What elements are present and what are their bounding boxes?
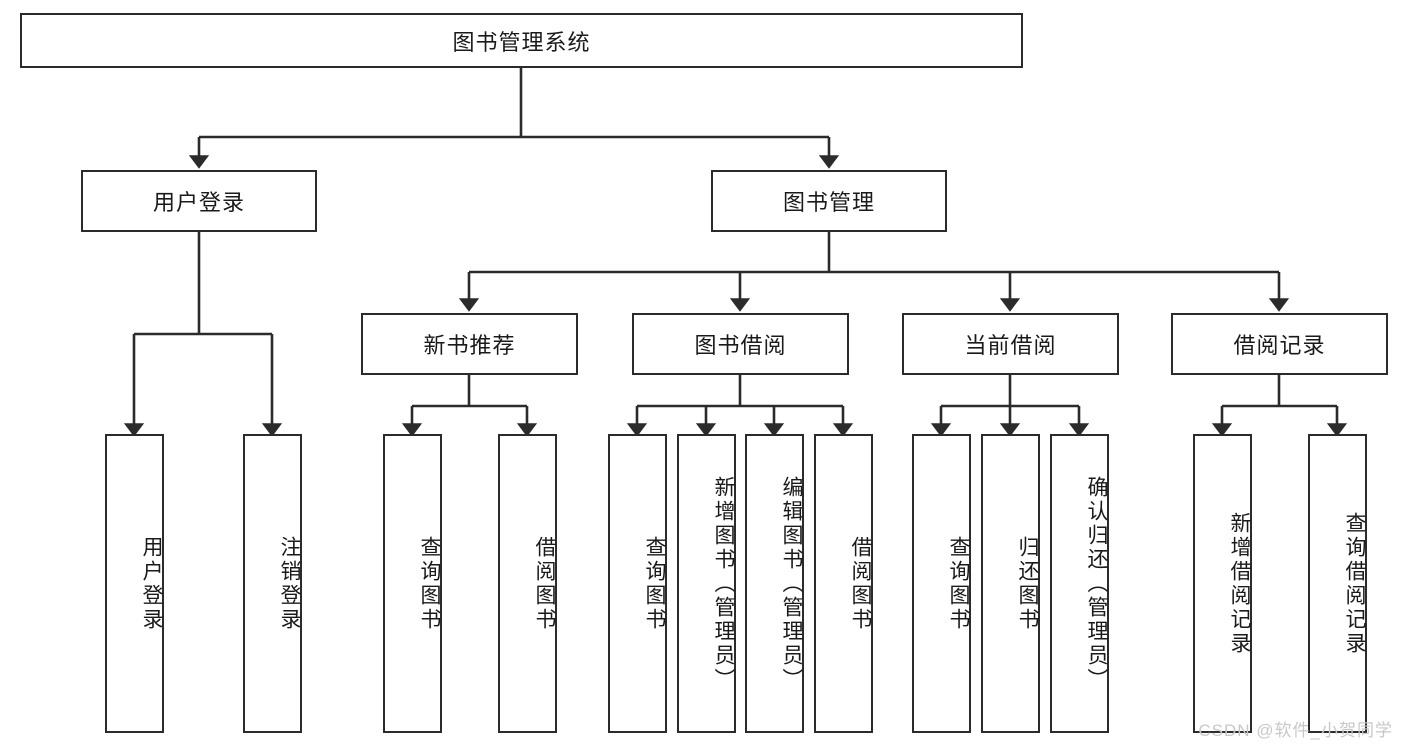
- node-borrow-record[interactable]: 借阅记录: [1171, 313, 1388, 375]
- node-label: 当前借阅: [964, 333, 1057, 358]
- leaf-book-borrow-add[interactable]: 新增图书（管理员）: [677, 434, 736, 733]
- node-label: 借阅图书: [849, 535, 872, 632]
- node-label: 用户登录: [152, 190, 245, 215]
- leaf-user-login-login[interactable]: 用户登录: [105, 434, 164, 733]
- node-current-borrow[interactable]: 当前借阅: [902, 313, 1119, 375]
- leaf-borrow-record-add[interactable]: 新增借阅记录: [1193, 434, 1252, 733]
- node-label: 图书管理系统: [452, 29, 591, 55]
- watermark-text: CSDN @软件_小贺同学: [1198, 721, 1393, 740]
- node-label: 借阅图书: [533, 535, 556, 632]
- node-label: 图书管理: [782, 190, 875, 215]
- node-label: 查询图书: [643, 535, 666, 632]
- node-root-system[interactable]: 图书管理系统: [20, 13, 1023, 68]
- node-label: 新书推荐: [423, 333, 516, 358]
- node-book-management[interactable]: 图书管理: [711, 170, 947, 232]
- node-label: 查询图书: [947, 535, 970, 632]
- node-label: 图书借阅: [694, 333, 787, 358]
- node-label: 编辑图书（管理员）: [780, 475, 803, 692]
- node-label: 归还图书: [1016, 535, 1039, 632]
- node-label: 借阅记录: [1233, 333, 1326, 358]
- leaf-book-borrow-edit[interactable]: 编辑图书（管理员）: [745, 434, 804, 733]
- leaf-book-borrow-borrow[interactable]: 借阅图书: [814, 434, 873, 733]
- leaf-current-borrow-return[interactable]: 归还图书: [981, 434, 1040, 733]
- leaf-borrow-record-query[interactable]: 查询借阅记录: [1308, 434, 1367, 733]
- leaf-new-book-query[interactable]: 查询图书: [383, 434, 442, 733]
- node-book-borrow[interactable]: 图书借阅: [632, 313, 849, 375]
- node-label: 确认归还（管理员）: [1085, 475, 1108, 692]
- node-label: 注销登录: [278, 535, 301, 632]
- leaf-new-book-borrow[interactable]: 借阅图书: [498, 434, 557, 733]
- node-label: 用户登录: [140, 535, 163, 632]
- leaf-current-borrow-query[interactable]: 查询图书: [912, 434, 971, 733]
- node-user-login[interactable]: 用户登录: [81, 170, 317, 232]
- leaf-user-login-logout[interactable]: 注销登录: [243, 434, 302, 733]
- node-new-book-recommend[interactable]: 新书推荐: [361, 313, 578, 375]
- leaf-book-borrow-query[interactable]: 查询图书: [608, 434, 667, 733]
- node-label: 查询图书: [418, 535, 441, 632]
- leaf-current-borrow-confirm-return[interactable]: 确认归还（管理员）: [1050, 434, 1109, 733]
- node-label: 新增借阅记录: [1228, 511, 1251, 656]
- node-label: 查询借阅记录: [1343, 511, 1366, 656]
- node-label: 新增图书（管理员）: [712, 475, 735, 692]
